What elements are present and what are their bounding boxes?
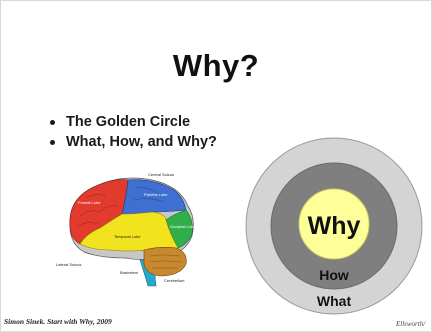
label-why: Why — [308, 212, 361, 240]
label-parietal-lobe: Parietal Lobe — [144, 192, 168, 197]
label-how: How — [319, 267, 349, 283]
parietal-lobe — [121, 179, 187, 215]
circle-why — [298, 188, 370, 260]
label-brainstem: Brainstem — [120, 270, 139, 275]
bullet-list: The Golden Circle What, How, and Why? — [50, 112, 217, 152]
temporal-lobe — [79, 211, 179, 252]
bullet-item: What, How, and Why? — [50, 132, 217, 152]
cerebellum-region — [143, 247, 187, 277]
footer-citation: Simon Sinek. Start with Why, 2009 — [4, 317, 112, 326]
footer-author: Ellsworth/ — [396, 320, 426, 328]
label-frontal-lobe: Frontal Lobe — [78, 200, 101, 205]
golden-circle-diagram: Why How What — [245, 137, 423, 315]
label-lateral-sulcus: Lateral Sulcus — [56, 262, 81, 267]
label-central-sulcus: Central Sulcus — [148, 172, 174, 177]
slide-title: Why? — [172, 48, 260, 83]
label-what: What — [317, 293, 352, 309]
label-cerebellum: Cerebellum — [164, 278, 185, 283]
brain-diagram: Central Sulcus Frontal Lobe Parietal Lob… — [56, 172, 196, 287]
label-occipital-lobe: Occipital Lobe — [170, 224, 196, 229]
bullet-item: The Golden Circle — [50, 112, 217, 132]
label-temporal-lobe: Temporal Lobe — [114, 234, 141, 239]
